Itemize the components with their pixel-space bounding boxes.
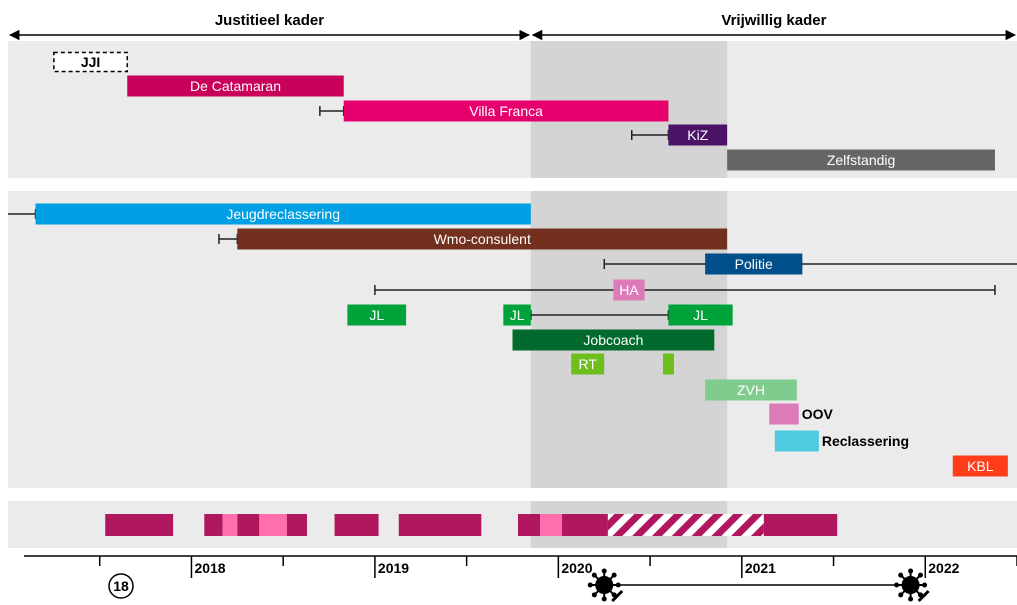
bar (237, 228, 728, 250)
bar (512, 329, 715, 351)
bar-label: JL (369, 307, 384, 323)
bar (668, 304, 733, 326)
header-label: Vrijwillig kader (721, 12, 826, 29)
bar (769, 403, 799, 425)
bar-label: Reclassering (822, 433, 909, 449)
bar (127, 75, 344, 97)
bar-label: JL (693, 307, 708, 323)
virus-spike-tip (898, 592, 904, 598)
bar (347, 304, 407, 326)
virus-spike-tip (587, 582, 593, 588)
bar (668, 124, 728, 146)
bar-label: Jeugdreclassering (226, 206, 340, 222)
bar-label: JL (510, 307, 525, 323)
virus-spike-tip (908, 596, 914, 602)
bar (503, 304, 531, 326)
bar (727, 149, 995, 171)
age-marker-label: 18 (113, 578, 129, 594)
bar-label: OOV (802, 406, 834, 422)
werk-segment (237, 514, 260, 536)
virus-spike-tip (601, 596, 607, 602)
virus-spike-tip (922, 582, 928, 588)
year-tick-label: 2020 (561, 560, 592, 576)
virus-spike-tip (917, 572, 923, 578)
bar-label: Villa Franca (469, 103, 543, 119)
age-marker-circle (108, 573, 134, 599)
bar-label: HA (619, 282, 639, 298)
bar (35, 203, 531, 225)
virus-spike-tip (908, 568, 914, 574)
header-label: Justitieel kader (215, 12, 324, 29)
year-tick-label: 2018 (194, 560, 225, 576)
bar (662, 353, 674, 375)
virus-spike-tip (601, 568, 607, 574)
werk-segment (204, 514, 223, 536)
bar (571, 353, 605, 375)
bar-label: Zelfstandig (827, 152, 895, 168)
werk-segment (334, 514, 379, 536)
werk-segment (518, 514, 541, 536)
year-tick-label: 2019 (378, 560, 409, 576)
panel-background-3 (8, 501, 1017, 548)
bar (53, 51, 128, 73)
virus-spike-tip (615, 582, 621, 588)
bar-label: Wmo-consulent (434, 231, 531, 247)
bar (705, 253, 803, 275)
virus-spike-tip (591, 592, 597, 598)
werk-segment (105, 514, 174, 536)
bar (343, 100, 669, 122)
bar-label: KiZ (687, 127, 708, 143)
syringe-icon (917, 589, 930, 603)
werk-segment (763, 514, 838, 536)
virus-spike-tip (898, 572, 904, 578)
bar-label: KBL (967, 458, 994, 474)
werk-segment (540, 514, 563, 536)
bar (952, 455, 1008, 477)
werk-segment (398, 514, 482, 536)
bar-label: Jobcoach (583, 332, 643, 348)
bar-label: JJI (81, 54, 100, 70)
werk-segment (562, 514, 608, 536)
bar-label: De Catamaran (190, 78, 281, 94)
syringe-icon (611, 589, 624, 603)
year-tick-label: 2022 (928, 560, 959, 576)
bar (613, 279, 645, 301)
bar (774, 430, 819, 452)
werk-segment (259, 514, 287, 536)
werk-segment (607, 514, 764, 536)
bar-label: ZVH (737, 382, 765, 398)
virus-spike-tip (894, 582, 900, 588)
werk-segment (286, 514, 308, 536)
bar-label: Politie (735, 256, 773, 272)
bar (705, 379, 797, 401)
virus-spike-tip (591, 572, 597, 578)
virus-spike-tip (611, 572, 617, 578)
bar-label: RT (579, 356, 598, 372)
werk-segment (222, 514, 238, 536)
year-tick-label: 2021 (745, 560, 776, 576)
